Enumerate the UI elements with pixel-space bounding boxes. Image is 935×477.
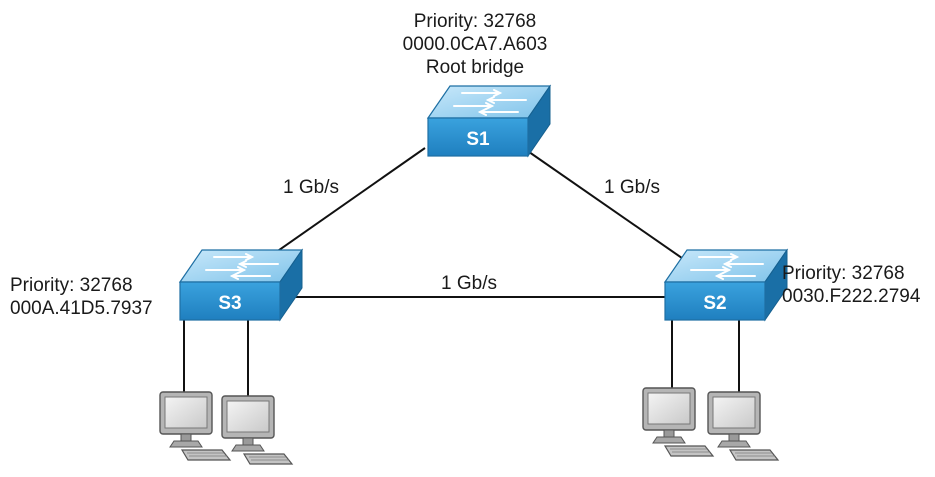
link-s1-s2-speed: 1 Gb/s	[604, 177, 660, 198]
computer-cables	[183, 316, 740, 399]
link-s3-s2-speed: 1 Gb/s	[441, 273, 497, 294]
switch-s1: S1	[427, 85, 551, 157]
computer-icon	[221, 395, 293, 465]
computer-icon	[707, 391, 779, 461]
s3-info: Priority: 32768 000A.41D5.7937	[10, 274, 153, 320]
s1-priority: Priority: 32768	[413, 11, 537, 32]
switch-s1-name: S1	[466, 129, 490, 150]
computer-icon	[159, 391, 231, 461]
s1-mac: 0000.0CA7.A603	[402, 34, 548, 55]
s2-mac: 0030.F222.2794	[782, 286, 921, 307]
link-s1-s2	[518, 144, 693, 266]
s1-info: Priority: 32768 0000.0CA7.A603 Root brid…	[380, 10, 570, 79]
computer-icon	[642, 387, 714, 457]
s3-mac: 000A.41D5.7937	[10, 298, 153, 319]
s1-role: Root bridge	[425, 57, 525, 78]
switch-s2-name: S2	[703, 293, 726, 314]
link-s1-s3	[261, 147, 426, 263]
link-s1-s3-speed: 1 Gb/s	[283, 177, 339, 198]
s3-priority: Priority: 32768	[10, 275, 133, 296]
links	[261, 144, 693, 298]
s2-info: Priority: 32768 0030.F222.2794	[782, 262, 920, 308]
s2-priority: Priority: 32768	[782, 263, 905, 284]
switch-s3-name: S3	[218, 293, 241, 314]
switch-s2: S2	[664, 249, 788, 321]
switch-s3: S3	[179, 249, 303, 321]
